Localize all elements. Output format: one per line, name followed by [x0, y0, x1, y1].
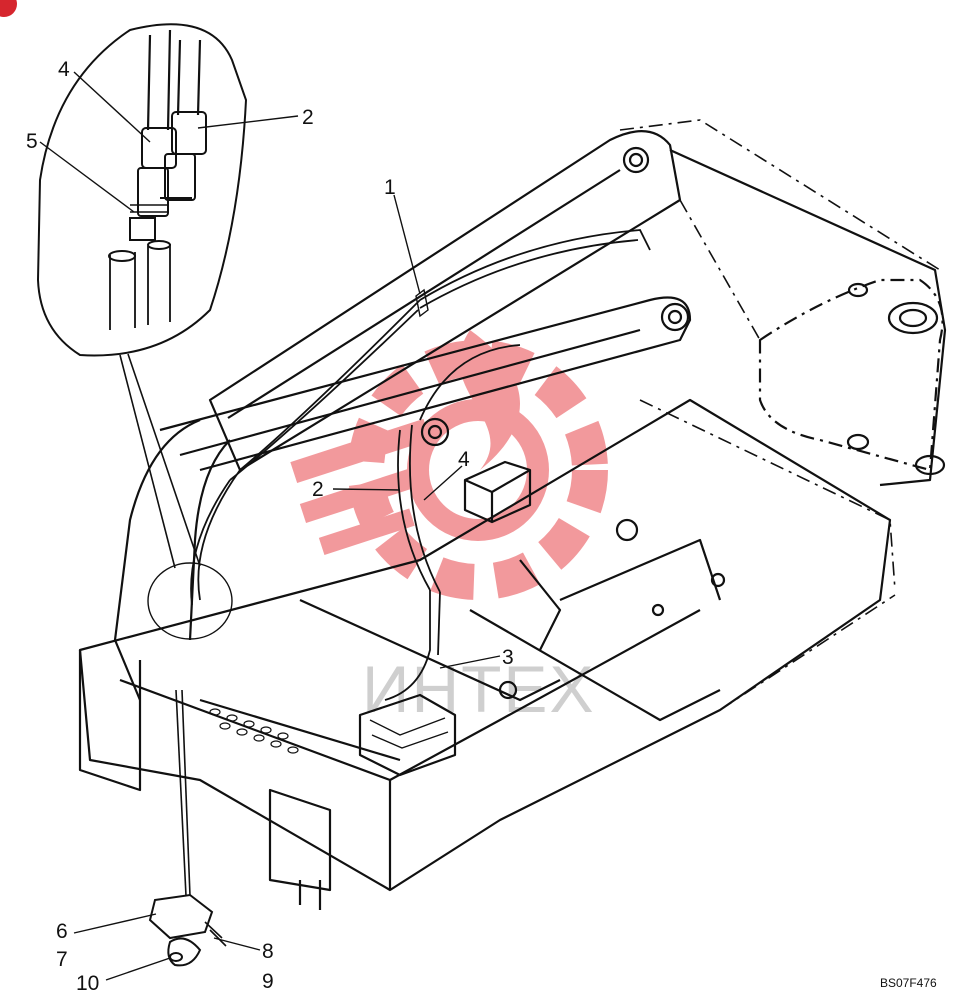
callout-4-inset: 4: [58, 58, 70, 81]
detail-inset-couplers: [36, 23, 248, 357]
callout-3: 3: [502, 646, 514, 669]
callout-6: 6: [56, 920, 68, 943]
detail-circle-coupler: [147, 562, 233, 640]
callout-10: 10: [76, 972, 99, 995]
detail-connector-lines: [119, 353, 201, 569]
clamp-leader-lines: [175, 689, 191, 897]
corner-badge: [0, 0, 17, 17]
callout-2: 2: [312, 478, 324, 501]
callout-leaders: [39, 71, 501, 981]
watermark-logo: [290, 330, 608, 600]
frame-drawing: [78, 119, 947, 910]
callout-9: 9: [262, 970, 274, 993]
hydraulic-hoses: [190, 229, 651, 701]
clamp-parts: [148, 893, 227, 967]
callout-5: 5: [26, 130, 38, 153]
callout-8: 8: [262, 940, 274, 963]
callout-labels: 4 2 5 1 2 4 3 6 7 8 9 10: [26, 58, 514, 995]
callout-1: 1: [384, 176, 396, 199]
callout-2-inset: 2: [302, 106, 314, 129]
callout-4: 4: [458, 448, 470, 471]
callout-7: 7: [56, 948, 68, 971]
figure-id: BS07F476: [880, 976, 937, 990]
